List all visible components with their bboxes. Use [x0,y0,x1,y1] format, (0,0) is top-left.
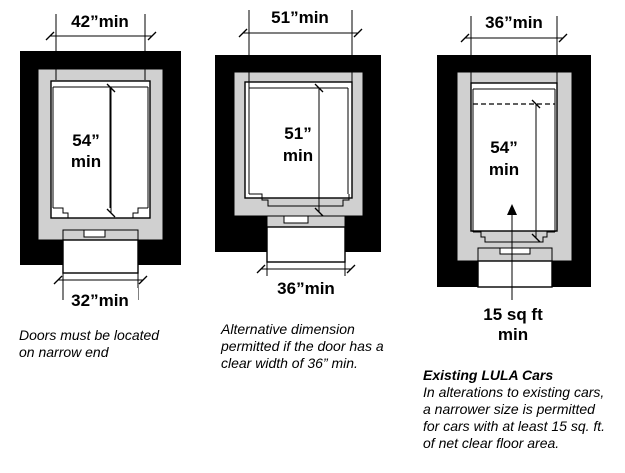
diagram-c-caption-line4: of net clear floor area. [423,435,559,451]
diagram-b-depth-label: 51” [284,124,311,143]
diagram-a-door-label: 32”min [71,291,129,310]
diagram-a-door-opening [62,239,139,274]
diagram-c-caption-line3: for cars with at least 15 sq. ft. [423,418,605,434]
diagram-b-caption-line2: permitted if the door has a [220,338,384,354]
diagram-c-area-label: 15 sq ft [483,305,543,324]
diagram-a-depth-unit: min [71,152,101,171]
diagram-c: 36”min 54” min 15 sq ft min Existing LUL… [423,11,605,451]
diagram-c-caption-line1: In alterations to existing cars, [423,384,604,400]
diagram-c-area-arrowhead [507,204,517,215]
diagram-a-width-label: 42”min [71,12,129,31]
diagram-c-depth-unit: min [489,160,519,179]
diagram-b-width-label: 51”min [271,8,329,27]
diagram-a-car-interior [50,80,151,219]
diagram-b-caption-line3: clear width of 36” min. [221,355,358,371]
diagram-c-width-label: 36”min [485,13,543,32]
diagram-c-door-jamb [473,231,555,243]
diagram-b-door-label: 36”min [277,279,335,298]
diagram-c-car-interior [470,82,558,232]
diagram-b-car-interior [244,81,353,199]
diagram-b: 51”min 51” min 36”min Alternative dimens… [215,5,384,371]
diagram-c-caption-title: Existing LULA Cars [423,367,553,383]
diagram-b-caption-line1: Alternative dimension [220,321,355,337]
diagram-c-area-unit: min [498,325,528,344]
diagram-b-depth-unit: min [283,146,313,165]
diagram-a-caption-line1: Doors must be located [19,327,160,343]
diagram-b-door-jamb [249,193,350,207]
diagram-c-depth-label: 54” [490,138,517,157]
diagram-c-caption-line2: a narrower size is permitted [423,401,596,417]
diagram-a-depth-label: 54” [72,131,99,150]
diagram-c-door-opening [477,260,553,288]
diagram-a-caption-line2: on narrow end [19,344,110,360]
diagram-b-door-opening [266,226,346,263]
diagram-a: 42”min 54” min 32”min Doors must be loca… [19,10,181,360]
diagram-a-door-jamb [53,207,148,219]
